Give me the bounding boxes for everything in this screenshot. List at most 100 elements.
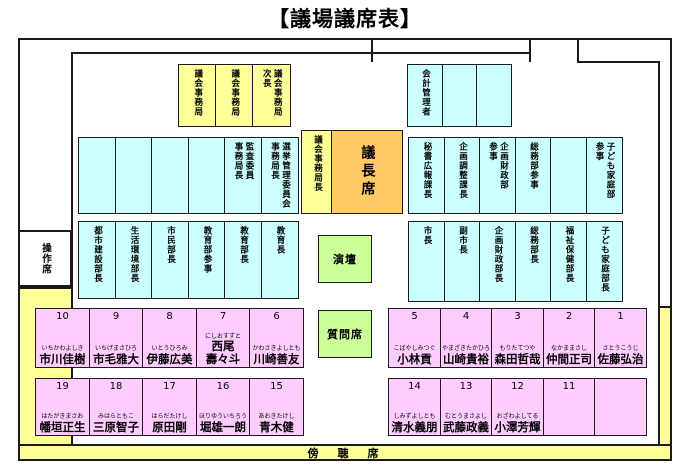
- staff-seat-label: 議会事務局: [229, 69, 240, 117]
- podium-label: 演壇: [333, 253, 357, 266]
- seat-number: 3: [514, 311, 521, 322]
- member-name: 佐藤弘治: [597, 351, 644, 366]
- staff-seat-child-family-director: 子ども家庭部長: [585, 221, 623, 302]
- seat-number: 1: [617, 311, 624, 322]
- staff-seat-planning-coordination-chief: 企画調整課長: [443, 137, 481, 214]
- member-kana: いちかわよしき: [41, 345, 84, 352]
- inner-wall-top-a: [71, 52, 531, 54]
- staff-seat-label: 企画財政部長: [493, 226, 504, 283]
- member-seat-8: 8 いとうひろみ 伊藤広美: [142, 308, 197, 368]
- staff-seat-empty: [187, 137, 226, 214]
- staff-seat-planning-finance-director: 企画財政部長: [479, 221, 516, 302]
- podium: 演壇: [318, 235, 372, 283]
- staff-seat-label: 企画調整課長: [457, 142, 468, 199]
- staff-row2-right: 秘書広報課長 企画調整課長 企画財政部 参事 総務部参事 子ども家庭部 参事: [408, 137, 623, 214]
- member-seat-6: 6 かわさきよしとも 川崎善友: [249, 308, 304, 368]
- member-seat-empty: [594, 378, 647, 436]
- staff-seat-audit-secretariat: 監査委員 事務局長: [224, 137, 262, 214]
- chair-seat-label: 議長席: [359, 145, 376, 199]
- member-name: 清水義朋: [391, 419, 438, 434]
- member-name: 森田哲哉: [494, 351, 541, 366]
- staff-seat-empty: [441, 64, 478, 127]
- member-name: 三原智子: [93, 419, 139, 434]
- member-row-front-left: 10 いちかわよしき 市川佳樹 9 いちげまさひろ 市毛雅大 8 いとうひろみ …: [35, 308, 304, 368]
- member-kana: やまざきたかひろ: [441, 345, 490, 352]
- member-name: 仲間正司: [546, 351, 592, 366]
- staff-seat-label: 教育長: [275, 226, 286, 255]
- staff-seat-general-affairs-counselor: 総務部参事: [514, 137, 552, 214]
- member-kana: もりたてつや: [499, 345, 536, 352]
- question-seat-label: 質問席: [327, 328, 363, 341]
- staff-seat-election-secretariat: 選挙管理委員会 事務局長: [260, 137, 299, 214]
- staff-seat-label: 秘書広報課長: [422, 142, 433, 199]
- inner-wall-tick-2: [529, 40, 531, 62]
- member-seat-4: 4 やまざきたかひろ 山崎貴裕: [439, 308, 493, 368]
- member-seat-14: 14 しみずよしとも 清水義朋: [388, 378, 441, 436]
- member-seat-11: 11: [542, 378, 596, 436]
- member-kana: はらだたけし: [151, 413, 188, 420]
- seat-number: 17: [163, 381, 176, 392]
- staff-seat-empty: [78, 137, 116, 214]
- member-kana: さとうこうじ: [602, 345, 639, 352]
- audience-seat-label: 傍 聴 席: [307, 446, 383, 460]
- member-seat-19: 19 はたがきまさお 幡垣正生: [35, 378, 90, 436]
- staff-seat-accounting-manager: 会計管理者: [407, 64, 443, 127]
- staff-seat-secretariat-deputy: 議会事務局 次長: [252, 64, 291, 127]
- member-name: 市川佳樹: [39, 351, 86, 366]
- staff-seat-secretariat-2: 議会事務局: [215, 64, 254, 127]
- inner-wall-right: [658, 61, 660, 446]
- staff-seat-label: 教育部参事: [202, 226, 213, 274]
- member-name: 伊藤広美: [146, 351, 193, 366]
- seat-number: 8: [166, 311, 173, 322]
- member-seat-16: 16 ほりゆういちろう 堀雄一朗: [195, 378, 251, 436]
- inner-wall-left: [71, 52, 73, 446]
- staff-seat-label: 市民部長: [165, 226, 176, 264]
- member-seat-13: 13 むとうまさよし 武藤政義: [439, 378, 493, 436]
- seat-number: 16: [216, 381, 230, 392]
- secretariat-row: 議会事務局 議会事務局 議会事務局 次長: [178, 64, 291, 127]
- member-kana: みはらともこ: [97, 413, 134, 420]
- staff-seat-label: 総務部参事: [528, 142, 539, 190]
- seat-number: 9: [112, 311, 120, 322]
- page-title: 【議場議席表】: [268, 7, 422, 31]
- clerk-chief-label: 議会事務局長: [312, 135, 323, 192]
- staff-seat-general-affairs-director: 総務部長: [514, 221, 552, 302]
- seat-number: 7: [219, 311, 227, 322]
- member-kana: あおきたけし: [258, 413, 295, 420]
- staff-seat-deputy-mayor: 副市長: [443, 221, 481, 302]
- staff-seat-label: 市長: [422, 226, 433, 245]
- member-name: 山崎貴裕: [443, 351, 489, 366]
- staff-seat-secretariat-1: 議会事務局: [178, 64, 217, 127]
- member-name: 小澤芳輝: [494, 419, 541, 434]
- member-kana: にしおすずと: [204, 332, 241, 340]
- member-kana: むとうまさよし: [444, 413, 487, 420]
- inner-wall-top-b: [577, 61, 660, 63]
- member-name: 川崎善友: [253, 351, 300, 366]
- staff-seat-education-director: 教育部長: [224, 221, 262, 299]
- member-kana: ほりゆういちろう: [198, 413, 247, 420]
- member-kana: いちげまさひろ: [94, 345, 137, 352]
- member-seat-9: 9 いちげまさひろ 市毛雅大: [88, 308, 144, 368]
- member-seat-1: 1 さとうこうじ 佐藤弘治: [594, 308, 647, 368]
- member-seat-18: 18 みはらともこ 三原智子: [88, 378, 144, 436]
- seat-number: 19: [56, 381, 69, 392]
- seat-number: 15: [270, 381, 283, 392]
- member-name: 堀雄一朗: [200, 419, 246, 434]
- inner-wall-tick-3: [577, 40, 579, 62]
- staff-row3-right: 市長 副市長 企画財政部長 総務部長 福祉保健部長 子ども家庭部長: [408, 221, 623, 302]
- member-seat-3: 3 もりたてつや 森田哲哉: [491, 308, 544, 368]
- audience-strip-right: [660, 306, 670, 459]
- staff-seat-living-environment-director: 生活環境部長: [114, 221, 153, 299]
- member-seat-5: 5 こばやしみつぐ 小林貢: [388, 308, 441, 368]
- question-seat: 質問席: [318, 310, 372, 358]
- staff-seat-child-family-counselor: 子ども家庭部 参事: [585, 137, 623, 214]
- staff-seat-label: 子ども家庭部長: [599, 226, 610, 293]
- member-kana: いとうひろみ: [151, 345, 188, 352]
- member-seat-2: 2 なかままさし 仲間正司: [542, 308, 596, 368]
- staff-row3-left: 都市建設部長 生活環境部長 市民部長 教育部参事 教育部長 教育長: [78, 221, 299, 299]
- operator-seat-label: 操作席: [40, 242, 51, 275]
- member-name: 武藤政義: [443, 419, 489, 434]
- seat-number: 5: [411, 311, 418, 322]
- staff-seat-education-counselor: 教育部参事: [187, 221, 226, 299]
